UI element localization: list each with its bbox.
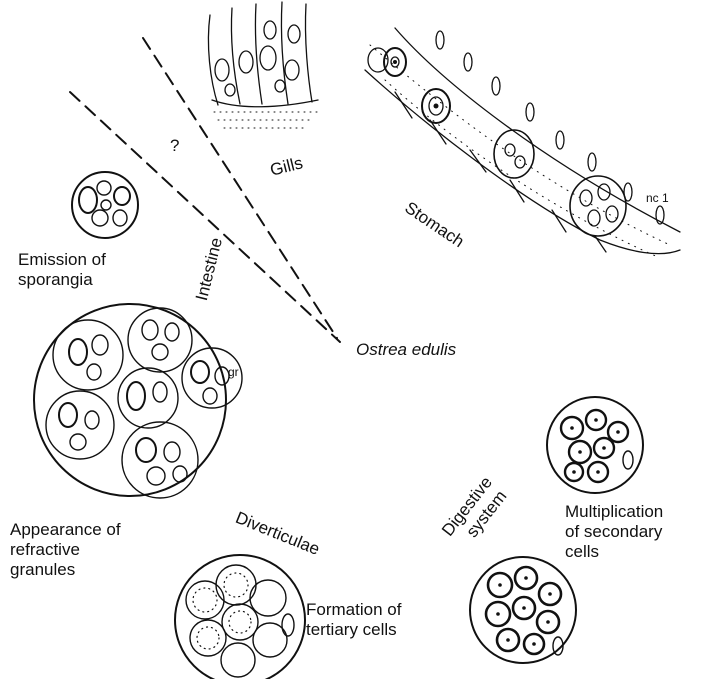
formation-line-1: Formation of <box>306 600 401 620</box>
multiplication-line-1: Multiplication <box>565 502 663 522</box>
host-label: Ostrea edulis <box>356 340 456 360</box>
pathway-question <box>70 92 340 342</box>
tertiary-stipple <box>193 573 251 649</box>
formation-label: Formation of tertiary cells <box>306 600 401 640</box>
question-mark: ? <box>170 136 179 156</box>
secondary-cells-cell <box>547 397 643 493</box>
appearance-line-2: refractive <box>10 540 121 560</box>
multiplication-label: Multiplication of secondary cells <box>565 502 663 562</box>
multiplication-line-2: of secondary <box>565 522 663 542</box>
emission-line-2: sporangia <box>18 270 106 290</box>
appearance-label: Appearance of refractive granules <box>10 520 121 580</box>
stomach-stipple <box>370 45 670 258</box>
emission-line-1: Emission of <box>18 250 106 270</box>
sporangium-cell <box>72 172 138 238</box>
gill-stipple <box>214 112 318 128</box>
nc1-label: nc 1 <box>646 192 669 204</box>
refractive-granule-cell <box>34 304 242 498</box>
formation-line-2: tertiary cells <box>306 620 401 640</box>
pathway-gills <box>143 38 337 338</box>
digestive-cell <box>470 557 576 663</box>
appearance-line-1: Appearance of <box>10 520 121 540</box>
gill-epithelium <box>208 2 318 107</box>
appearance-line-3: granules <box>10 560 121 580</box>
gr-label: gr <box>228 366 239 378</box>
multiplication-line-3: cells <box>565 542 663 562</box>
emission-label: Emission of sporangia <box>18 250 106 290</box>
